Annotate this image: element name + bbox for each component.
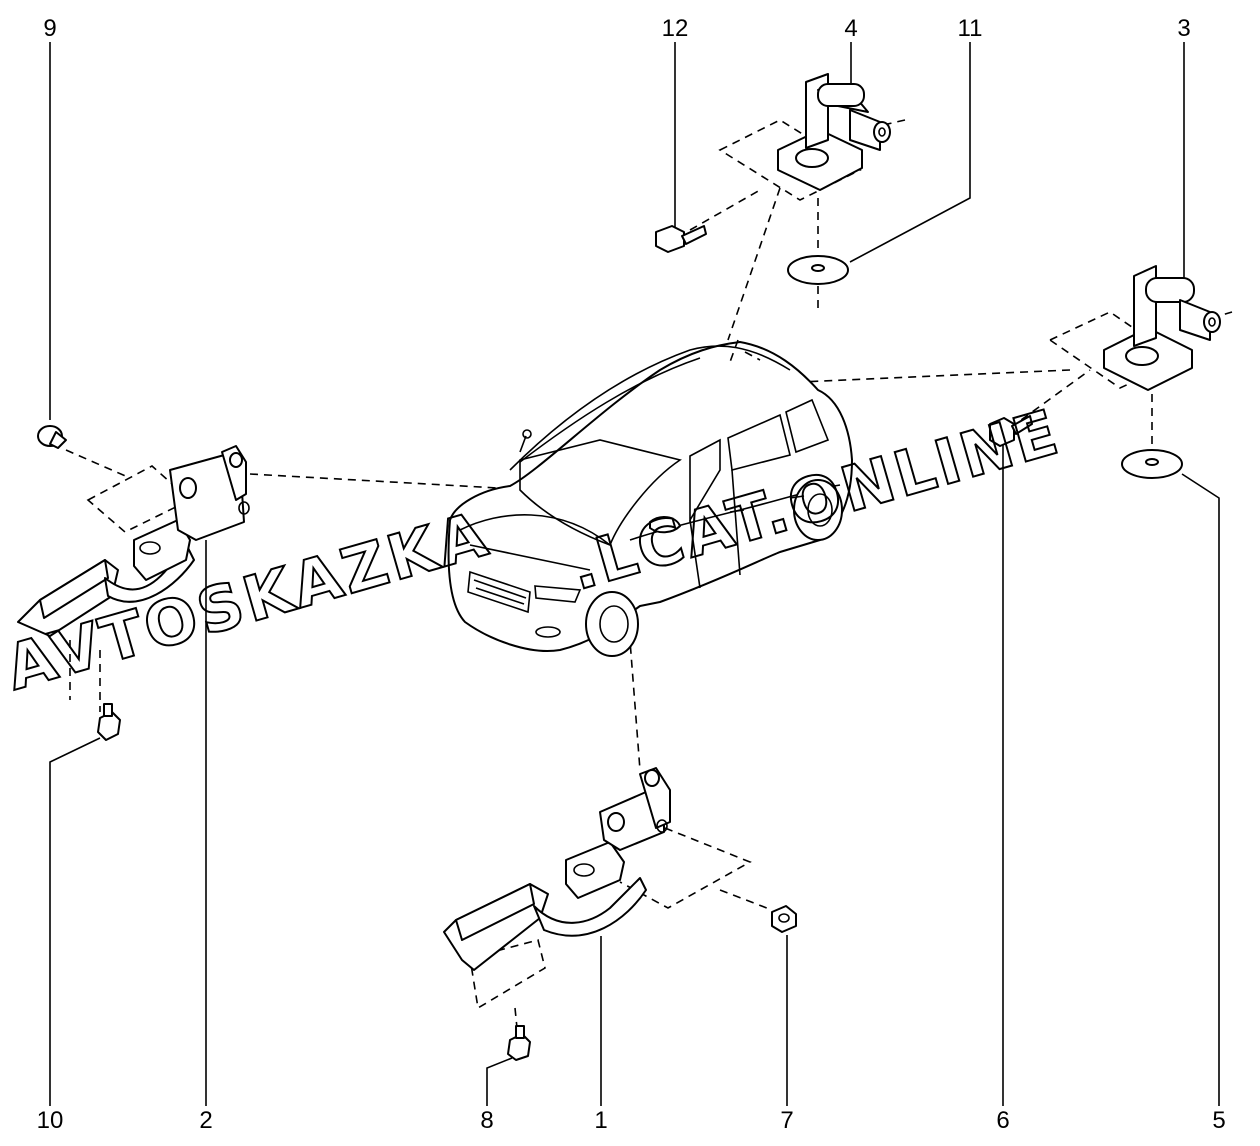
- hood-hinge-left: [17, 445, 250, 637]
- leader-lines: [49, 42, 1220, 1106]
- callout-11: 11: [958, 15, 983, 42]
- callout-4: 4: [844, 15, 857, 42]
- bolt-12: [655, 225, 707, 253]
- nut-7: [771, 905, 797, 933]
- washer-5: [1121, 449, 1183, 479]
- callout-labels: 9 12 4 11 3 10 2 8 1 7 6 5: [37, 15, 1226, 1134]
- bolt-8: [507, 1025, 531, 1061]
- callout-6: 6: [996, 1107, 1009, 1134]
- bolt-6: [989, 415, 1033, 447]
- leader-10: [49, 737, 101, 1106]
- callout-5: 5: [1212, 1107, 1225, 1134]
- leader-5: [1181, 473, 1220, 1106]
- door-hinge-lower: [443, 767, 671, 971]
- tailgate-hinge-right: [1103, 265, 1221, 391]
- clip-9: [37, 425, 67, 449]
- vehicle-body: [447, 339, 853, 657]
- callout-8: 8: [480, 1107, 493, 1134]
- callout-7: 7: [780, 1107, 793, 1134]
- leader-8: [486, 1057, 513, 1106]
- leader-11: [849, 42, 971, 263]
- callout-12: 12: [662, 15, 689, 42]
- callout-9: 9: [43, 15, 56, 42]
- callout-2: 2: [199, 1107, 212, 1134]
- tailgate-hinge-left: [777, 73, 891, 191]
- washer-11: [787, 255, 849, 285]
- callout-1: 1: [594, 1107, 607, 1134]
- callout-3: 3: [1177, 15, 1190, 42]
- bolt-10: [97, 703, 121, 741]
- callout-10: 10: [37, 1107, 64, 1134]
